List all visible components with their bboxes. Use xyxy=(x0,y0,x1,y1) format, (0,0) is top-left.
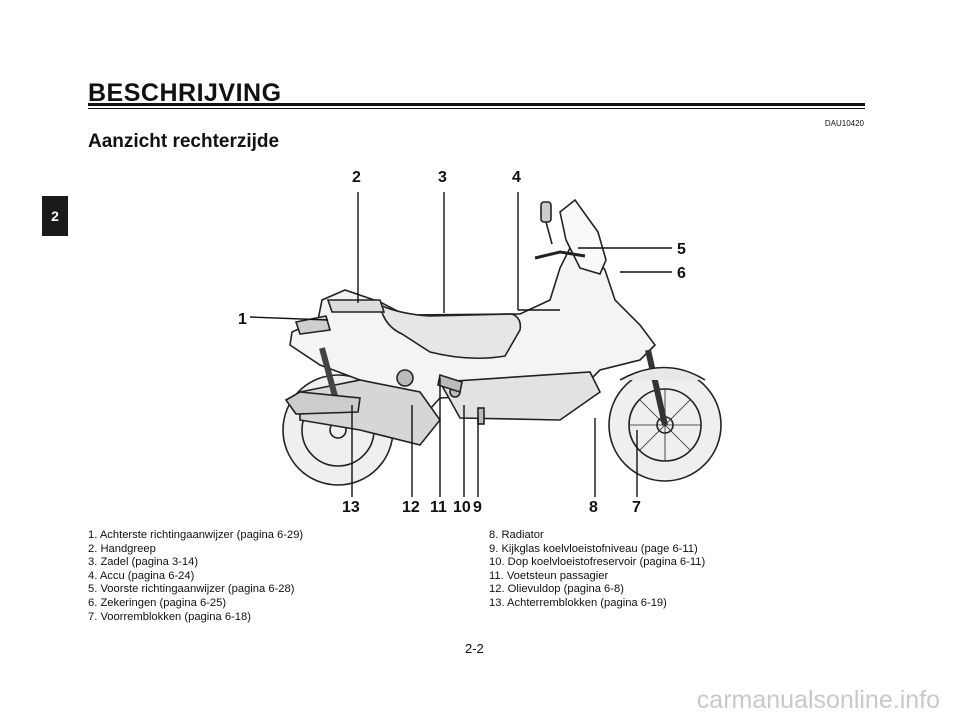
legend-item: 4. Accu (pagina 6-24) xyxy=(88,569,195,582)
callout-7: 7 xyxy=(632,499,641,516)
legend-item: 1. Achterste richtingaanwijzer (pagina 6… xyxy=(88,529,304,541)
callout-10: 10 xyxy=(453,499,471,516)
callout-8: 8 xyxy=(589,499,598,516)
page-number: 2-2 xyxy=(465,641,484,656)
legend-item: 10. Dop koelvloeistofreservoir (pagina 6… xyxy=(489,556,706,569)
leader-lines xyxy=(249,192,672,497)
legend-item: 2. Handgreep xyxy=(88,542,156,555)
callout-11: 11 xyxy=(430,499,447,516)
seat xyxy=(378,303,522,360)
callout-6: 6 xyxy=(677,265,686,282)
grab-handle xyxy=(326,299,386,313)
watermark: carmanualsonline.info xyxy=(696,686,940,714)
callout-13: 13 xyxy=(342,499,360,516)
legend-item: 8. Radiator xyxy=(489,529,544,541)
legend-item: 12. Olievuldop (pagina 6-8) xyxy=(489,583,624,596)
legend-item: 9. Kijkglas koelvloeistofniveau (page 6-… xyxy=(489,542,698,555)
chapter-tab: 2 xyxy=(42,196,68,236)
section-title: BESCHRIJVING xyxy=(88,79,282,107)
callout-5: 5 xyxy=(677,241,686,258)
callout-9: 9 xyxy=(473,499,482,516)
doc-code: DAU10420 xyxy=(824,119,864,128)
legend-item: 7. Voorremblokken (pagina 6-18) xyxy=(88,610,251,623)
callout-4: 4 xyxy=(512,169,521,186)
title-rule-thick xyxy=(88,103,865,106)
callout-3: 3 xyxy=(438,169,447,186)
title-rule-thin xyxy=(88,108,865,109)
windscreen xyxy=(559,198,607,275)
legend-left: 1. Achterste richtingaanwijzer (pagina 6… xyxy=(88,529,303,624)
legend-item: 13. Achterremblokken (pagina 6-19) xyxy=(489,596,667,609)
callout-2: 2 xyxy=(352,169,361,186)
legend-item: 3. Zadel (pagina 3-14) xyxy=(88,556,199,569)
callout-12: 12 xyxy=(402,499,420,516)
legend-right: 8. Radiator 9. Kijkglas koelvloeistofniv… xyxy=(489,529,705,611)
legend-item: 6. Zekeringen (pagina 6-25) xyxy=(88,596,227,609)
page-subtitle: Aanzicht rechterzijde xyxy=(88,131,280,152)
legend-item: 5. Voorste richtingaanwijzer (pagina 6-2… xyxy=(88,583,295,596)
legend-item: 11. Voetsteun passagier xyxy=(489,569,609,582)
callout-1: 1 xyxy=(238,311,247,328)
